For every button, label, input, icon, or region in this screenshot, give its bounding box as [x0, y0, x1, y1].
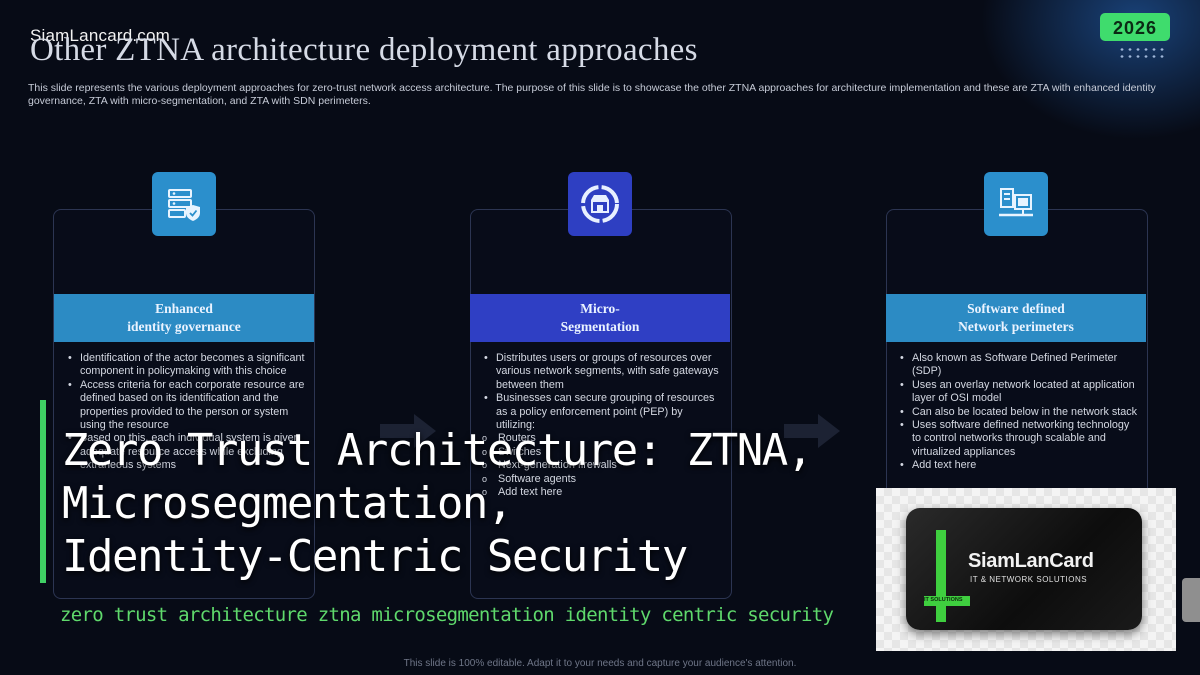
overlay-subtitle: zero trust architecture ztna microsegmen… — [60, 604, 834, 626]
segmented-store-icon — [568, 172, 632, 236]
list-item: Identification of the actor becomes a si… — [68, 352, 308, 379]
card-header-line: Enhanced — [155, 301, 213, 316]
card-header-micro-segmentation: Micro- Segmentation — [470, 294, 730, 342]
overlay-headline-line: Microsegmentation, — [62, 478, 513, 529]
list-item: Add text here — [900, 459, 1140, 473]
list-item: Uses software defined networking technol… — [900, 419, 1140, 459]
card-header-line: identity governance — [127, 319, 241, 334]
list-item: Distributes users or groups of resources… — [484, 352, 724, 392]
card-header-line: Segmentation — [560, 319, 640, 334]
overlay-headline: Zero Trust Architecture: ZTNA, Microsegm… — [62, 424, 822, 583]
overlay-headline-line: Zero Trust Architecture: ZTNA, — [62, 425, 813, 476]
site-watermark: SiamLancard.com — [30, 26, 171, 45]
overlay-accent-bar — [40, 400, 46, 583]
list-item: Also known as Software Defined Perimeter… — [900, 352, 1140, 379]
year-badge: 2026 — [1100, 13, 1170, 41]
sub-list-item: Switches — [482, 446, 724, 460]
arrow-right-icon — [380, 414, 436, 448]
logo-panel: IT SOLUTIONS SiamLanCard IT & NETWORK SO… — [876, 488, 1176, 651]
card-body-software-defined-perimeters: Also known as Software Defined Perimeter… — [896, 352, 1140, 473]
list-item: Can also be located below in the network… — [900, 406, 1140, 420]
overlay-headline-line: Identity-Centric Security — [62, 531, 688, 582]
logo-bar-base — [924, 596, 970, 606]
slide-title: Other ZTNA architecture deployment appro… — [30, 32, 698, 68]
dot-grid-decoration — [1118, 46, 1166, 60]
edge-tab — [1182, 578, 1200, 622]
computer-network-icon — [984, 172, 1048, 236]
list-item: Businesses can secure grouping of resour… — [484, 392, 724, 432]
slide-footer: This slide is 100% editable. Adapt it to… — [403, 658, 797, 669]
card-header-line: Micro- — [580, 301, 620, 316]
list-item: Access criteria for each corporate resou… — [68, 379, 308, 433]
logo-tagline: IT & NETWORK SOLUTIONS — [970, 575, 1088, 584]
card-body-identity-governance: Identification of the actor becomes a si… — [64, 352, 308, 473]
card-header-line: Software defined — [967, 301, 1065, 316]
logo-bar — [936, 530, 946, 622]
logo-small-text: IT SOLUTIONS — [924, 597, 963, 603]
sub-list-item: Add text here — [482, 486, 724, 500]
server-shield-icon — [152, 172, 216, 236]
card-header-identity-governance: Enhanced identity governance — [54, 294, 314, 342]
list-item: Based on this, each individual system is… — [68, 432, 308, 472]
list-item: Uses an overlay network located at appli… — [900, 379, 1140, 406]
card-body-micro-segmentation: Distributes users or groups of resources… — [480, 352, 724, 500]
card-header-line: Network perimeters — [958, 319, 1074, 334]
brand-logo: IT SOLUTIONS SiamLanCard IT & NETWORK SO… — [906, 508, 1142, 630]
sub-list-item: Next-generation firewalls — [482, 459, 724, 473]
logo-name: SiamLanCard — [968, 550, 1094, 572]
slide-description: This slide represents the various deploy… — [28, 82, 1156, 107]
sub-list-item: Software agents — [482, 473, 724, 487]
arrow-right-icon — [784, 414, 840, 448]
sub-list-item: Routers — [482, 432, 724, 446]
